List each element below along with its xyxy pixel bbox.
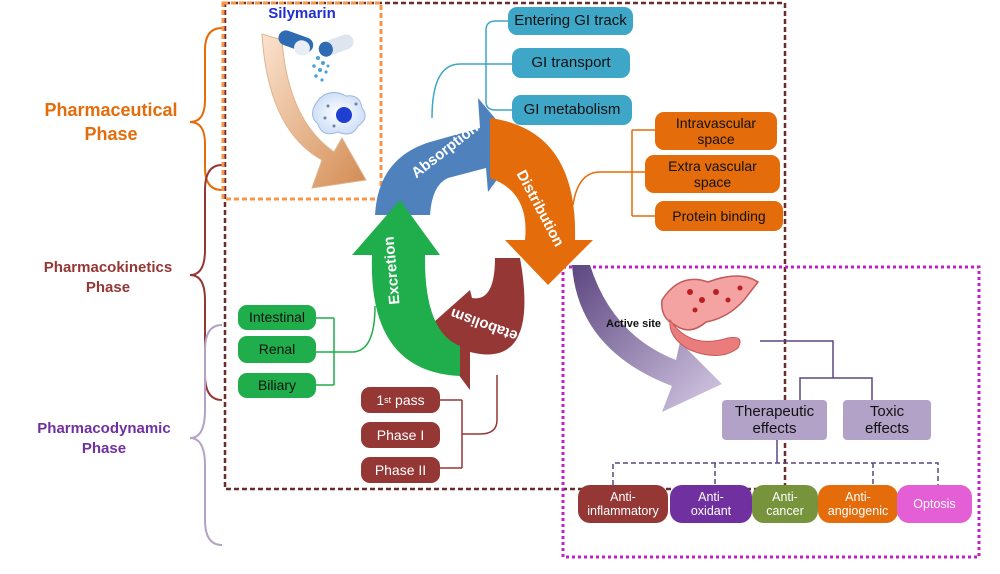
effect-anti-inflammatory: Anti- inflammatory	[578, 485, 668, 523]
silymarin-arrow	[261, 33, 367, 189]
absorption-item-entering-gi-track: Entering GI track	[508, 7, 633, 35]
distribution-item-protein-binding: Protein binding	[655, 201, 783, 231]
absorption-item-gi-metabolism: GI metabolism	[512, 95, 632, 125]
effect-anti-cancer: Anti- cancer	[752, 485, 818, 523]
pancreas-icon	[661, 275, 760, 356]
distribution-arrow	[490, 118, 593, 285]
pharmacodynamic-phase-label: Pharmacodynamic Phase	[37, 420, 171, 458]
excretion-item-renal: Renal	[238, 336, 316, 363]
distribution-item-extra-vascular-space: Extra vascular space	[645, 155, 780, 193]
pharmaceutical-frame	[221, 1, 383, 201]
powder-particles-icon	[312, 56, 330, 82]
metabolism-item-phase-1: Phase I	[361, 422, 440, 448]
absorption-item-gi-transport: GI transport	[512, 48, 630, 78]
active-site-arrow	[572, 265, 722, 412]
capsule-icon	[278, 30, 314, 56]
pharmaceutical-phase-label: Pharmaceutical Phase	[44, 100, 178, 145]
pharmacodynamic-frame	[561, 265, 981, 559]
absorption-arrow	[375, 98, 520, 215]
effect-anti-oxidant: Anti- oxidant	[670, 485, 752, 523]
therapeutic-effects-box: Therapeutic effects	[722, 400, 827, 440]
cell-icon	[312, 92, 366, 135]
silymarin-label: Silymarin	[268, 5, 336, 22]
toxic-effects-box: Toxic effects	[843, 400, 931, 440]
capsule-icon-2	[318, 34, 354, 57]
metabolism-item-phase-2: Phase II	[361, 457, 440, 483]
active-site-label: Active site	[606, 318, 662, 330]
distribution-item-intravascular-space: Intravascular space	[655, 112, 777, 150]
excretion-arrow	[352, 200, 460, 376]
pharmacodynamic-bracket	[189, 324, 223, 546]
excretion-item-biliary: Biliary	[238, 373, 316, 398]
pharmacokinetics-phase-label: Pharmacokinetics Phase	[43, 259, 173, 297]
effect-anti-angiogenic: Anti- angiogenic	[818, 485, 898, 523]
pharmacokinetics-bracket	[189, 164, 223, 401]
effect-optosis: Optosis	[897, 485, 972, 523]
excretion-item-intestinal: Intestinal	[238, 305, 316, 330]
pharmacokinetics-frame	[223, 1, 787, 491]
